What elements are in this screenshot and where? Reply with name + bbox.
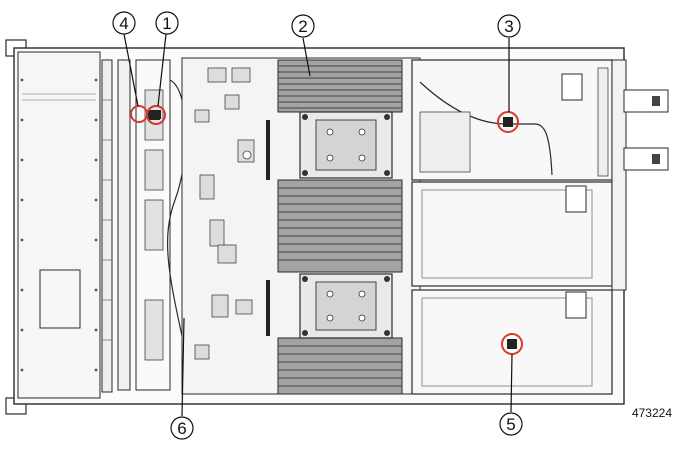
dimm-bank-middle: [277, 179, 403, 273]
dimm-bank-lower: [277, 337, 403, 395]
callout-5-label: 5: [506, 415, 515, 434]
dimm-side-strips: [266, 120, 270, 336]
callout-4-label: 4: [119, 14, 128, 33]
board-connectors: [194, 67, 255, 360]
leader-lines: [123, 33, 513, 417]
callout-2-label: 2: [298, 17, 307, 36]
highlighted-connectors: [151, 110, 517, 349]
cpu-socket-1: [299, 111, 393, 179]
cpu-socket-2: [299, 273, 393, 339]
pcie-riser-2: [411, 181, 613, 287]
callout-1-label: 1: [162, 14, 171, 33]
callout-2: 2: [291, 14, 315, 38]
figure-id: 473224: [632, 406, 672, 420]
drive-bay: [17, 51, 101, 399]
callout-4: 4: [112, 11, 136, 35]
highlight-3: [497, 111, 519, 133]
callout-3: 3: [497, 14, 521, 38]
dimm-bank-upper: [277, 59, 403, 113]
callout-6-label: 6: [177, 419, 186, 438]
rear-psu-handles: [611, 59, 669, 291]
callout-1: 1: [155, 11, 179, 35]
callout-6: 6: [170, 416, 194, 440]
callout-5: 5: [499, 412, 523, 436]
backplane: [101, 59, 113, 393]
pcie-riser-1: [411, 59, 613, 181]
callout-3-label: 3: [504, 17, 513, 36]
highlight-4: [130, 105, 148, 123]
highlights: [130, 105, 523, 355]
